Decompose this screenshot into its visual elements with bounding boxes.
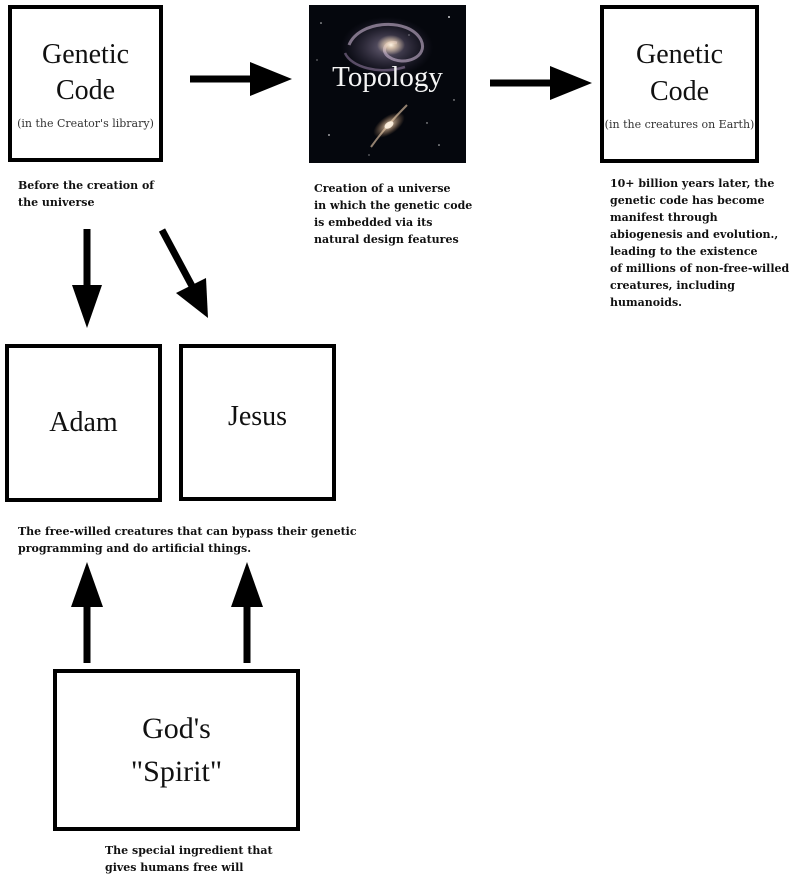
caption-special-ingredient: The special ingredient that gives humans… xyxy=(105,844,273,874)
arrow-diagonal-to-jesus xyxy=(158,228,208,318)
genetic-code-earth-title: Genetic Code xyxy=(636,37,723,110)
arrow-down-to-adam xyxy=(72,229,102,328)
caption-ten-billion-years: 10+ billion years later, the genetic cod… xyxy=(610,177,790,309)
genetic-code-earth-subtitle: (in the creatures on Earth) xyxy=(604,117,755,131)
arrow-creator-to-topology xyxy=(190,62,292,96)
genetic-code-earth-title-line2: Code xyxy=(649,75,710,107)
jesus-box: Jesus xyxy=(179,344,336,501)
arrow-spirit-up-to-jesus xyxy=(231,562,263,663)
topology-title: Topology xyxy=(332,61,443,93)
genetic-code-creator-title: Genetic Code xyxy=(42,37,129,110)
jesus-title: Jesus xyxy=(227,401,288,433)
caption-creation-universe: Creation of a universe in which the gene… xyxy=(314,182,473,246)
gods-spirit-title: God's "Spirit" xyxy=(131,707,222,794)
topology-galaxy-image: Topology xyxy=(309,5,466,163)
genetic-code-creator-title-line1: Genetic xyxy=(41,38,130,70)
adam-title: Adam xyxy=(49,406,118,438)
adam-box: Adam xyxy=(5,344,162,502)
arrow-topology-to-earth xyxy=(490,66,592,100)
gods-spirit-box: God's "Spirit" xyxy=(53,669,300,831)
caption-before-creation: Before the creation of the universe xyxy=(18,179,155,209)
genetic-code-creator-box: Genetic Code (in the Creator's library) xyxy=(8,5,163,162)
genetic-code-creator-subtitle: (in the Creator's library) xyxy=(17,117,154,131)
arrow-spirit-up-to-adam xyxy=(71,562,103,663)
gods-spirit-title-line1: God's xyxy=(142,711,211,745)
genetic-code-earth-box: Genetic Code (in the creatures on Earth) xyxy=(600,5,759,163)
genetic-code-creator-title-line2: Code xyxy=(55,75,116,106)
genetic-code-earth-title-line1: Genetic xyxy=(635,39,724,71)
caption-free-willed: The free-willed creatures that can bypas… xyxy=(18,525,357,555)
gods-spirit-title-line2: "Spirit" xyxy=(130,755,223,788)
galaxy-illustration xyxy=(309,5,466,163)
